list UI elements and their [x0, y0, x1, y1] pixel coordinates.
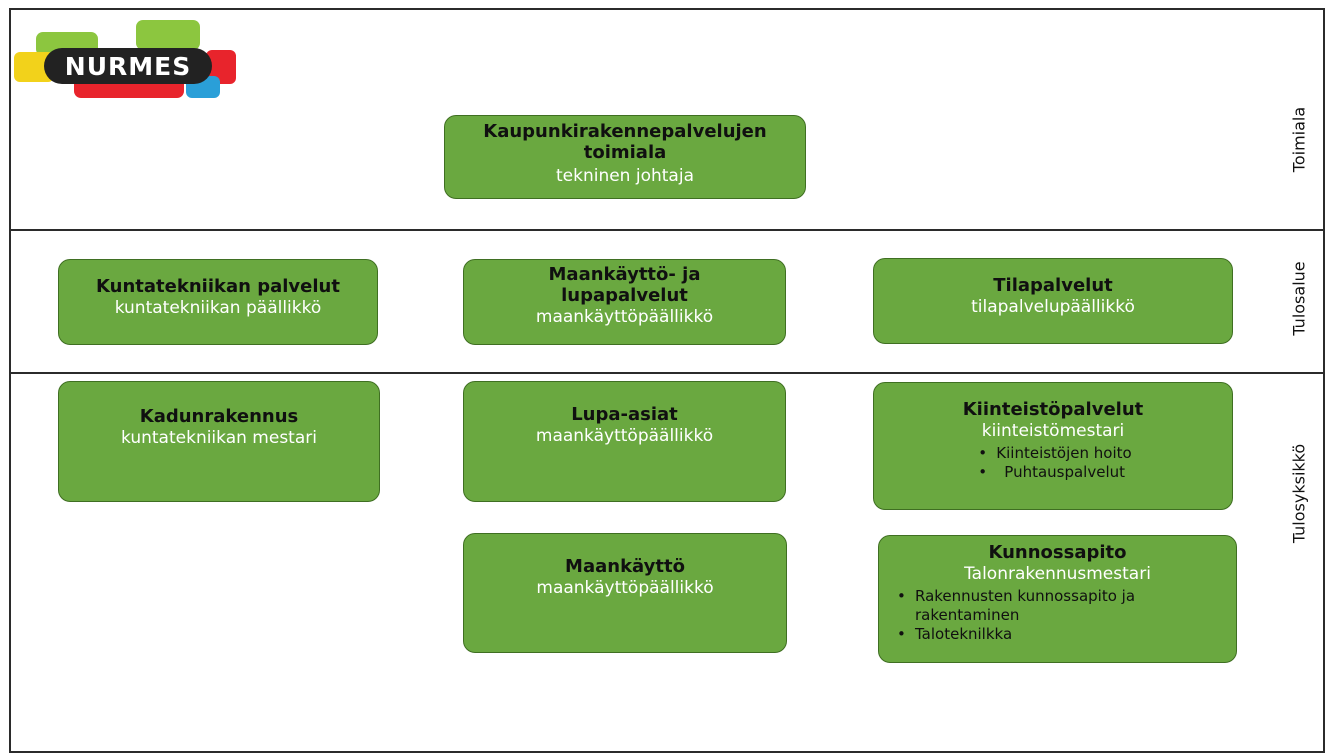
nurmes-logo: NURMES [14, 20, 236, 98]
unit-kunnossapito: Kunnossapito Talonrakennusmestari Rakenn… [878, 535, 1237, 663]
logo-red-right-block [206, 50, 236, 84]
unit-title: Tilapalvelut [993, 275, 1113, 296]
unit-title: Kadunrakennus [139, 406, 299, 427]
logo-yellow-block [14, 52, 54, 82]
logo-text: NURMES [65, 52, 191, 81]
unit-role: kiinteistömestari [981, 421, 1125, 441]
band-label-toimiala: Toimiala [1289, 106, 1309, 173]
unit-title: Kunnossapito [988, 542, 1127, 563]
unit-role: tilapalvelupäällikkö [971, 297, 1135, 317]
band-label-tulosalue: Tulosalue [1289, 261, 1309, 336]
unit-tilapalvelut: Tilapalvelut tilapalvelupäällikkö [873, 258, 1233, 344]
band-divider-1 [9, 229, 1325, 231]
unit-toimiala: Kaupunkirakennepalvelujen toimiala tekni… [444, 115, 806, 199]
unit-title: Maankäyttö [565, 556, 685, 577]
task-list: Rakennusten kunnossapito ja rakentaminen… [893, 587, 1193, 644]
unit-kiinteistopalvelut: Kiinteistöpalvelut kiinteistömestari Kii… [873, 382, 1233, 510]
unit-maankaytto-lupa: Maankäyttö- ja lupapalvelut maankäyttöpä… [463, 259, 786, 345]
unit-title: Kiinteistöpalvelut [962, 399, 1144, 420]
task-item: Taloteknilkka [893, 625, 1193, 644]
logo-green-block [136, 20, 200, 50]
unit-title: Maankäyttö- ja lupapalvelut [548, 264, 701, 306]
logo-dark-pill [44, 48, 212, 84]
task-item: Puhtauspalvelut [974, 463, 1131, 482]
unit-role: Talonrakennusmestari [964, 564, 1151, 584]
task-item: Rakennusten kunnossapito ja rakentaminen [893, 587, 1193, 625]
unit-kadunrakennus: Kadunrakennus kuntatekniikan mestari [58, 381, 380, 502]
unit-lupa-asiat: Lupa-asiat maankäyttöpäällikkö [463, 381, 786, 502]
unit-maankaytto: Maankäyttö maankäyttöpäällikkö [463, 533, 787, 653]
unit-role: kuntatekniikan päällikkö [114, 298, 322, 318]
band-label-tulosyksikko: Tulosyksikkö [1289, 443, 1309, 544]
unit-title: Kuntatekniikan palvelut [96, 276, 340, 297]
band-divider-2 [9, 372, 1325, 374]
task-list: Kiinteistöjen hoito Puhtauspalvelut [974, 444, 1131, 482]
task-item: Kiinteistöjen hoito [974, 444, 1131, 463]
unit-role: maankäyttöpäällikkö [536, 578, 714, 598]
unit-role: maankäyttöpäällikkö [535, 426, 714, 446]
unit-title: Lupa-asiat [571, 404, 678, 425]
unit-role: kuntatekniikan mestari [121, 428, 317, 448]
unit-kuntatekniikka: Kuntatekniikan palvelut kuntatekniikan p… [58, 259, 378, 345]
unit-title: Kaupunkirakennepalvelujen toimiala [483, 121, 767, 163]
unit-role: maankäyttöpäällikkö [535, 307, 714, 327]
unit-role: tekninen johtaja [555, 166, 694, 186]
